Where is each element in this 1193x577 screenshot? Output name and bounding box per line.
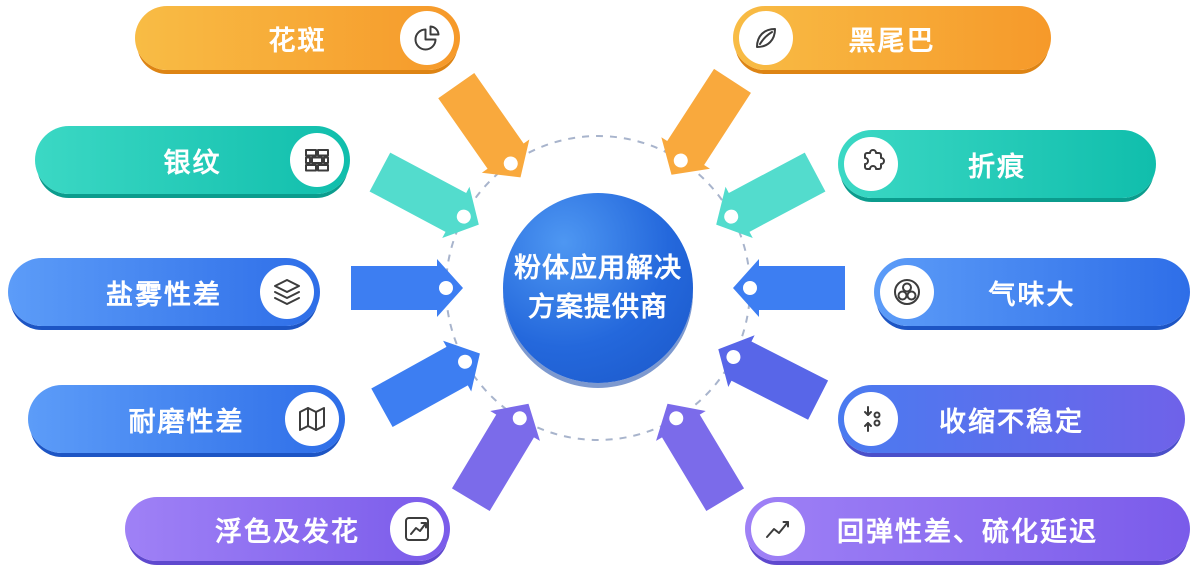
pill-heiweiba: 黑尾巴 — [733, 6, 1051, 70]
pill-yinwen: 银纹 — [35, 126, 350, 194]
bricks-icon — [290, 133, 344, 187]
pill-label: 气味大 — [988, 279, 1076, 310]
pill-fuse: 浮色及发花 — [125, 497, 450, 561]
arrow-yanwu — [351, 259, 463, 317]
pill-huitan: 回弹性差、硫化延迟 — [745, 497, 1190, 561]
center-title-line2: 方案提供商 — [528, 292, 668, 322]
arrow-heiweiba — [647, 65, 757, 191]
pill-label: 折痕 — [968, 151, 1026, 182]
arrow-qiweida — [733, 259, 845, 317]
pill-shousuo: 收缩不稳定 — [838, 385, 1185, 453]
pill-label: 盐雾性差 — [106, 279, 222, 310]
arrow-naimo — [367, 328, 494, 434]
pill-huaban: 花斑 — [135, 6, 460, 70]
center-title-line1: 粉体应用解决 — [514, 252, 682, 283]
pill-label: 浮色及发花 — [215, 516, 360, 547]
map-icon — [285, 392, 339, 446]
shrink-icon — [844, 392, 898, 446]
pill-naimo: 耐磨性差 — [28, 385, 345, 453]
pie-chart-icon — [400, 11, 454, 65]
layers-icon — [260, 265, 314, 319]
arrow-fuse — [445, 388, 554, 515]
arrow-huitan — [642, 388, 751, 515]
arrow-zhehen — [702, 146, 829, 251]
trend-chart-icon — [390, 502, 444, 556]
bubbles-icon — [880, 265, 934, 319]
pill-label: 银纹 — [163, 147, 222, 178]
arrow-shousuo — [705, 323, 832, 426]
arrow-yinwen — [366, 146, 493, 251]
pill-qiweida: 气味大 — [874, 258, 1190, 326]
leaf-icon — [739, 11, 793, 65]
arrow-huaban — [432, 69, 545, 195]
pill-yanwu: 盐雾性差 — [8, 258, 320, 326]
puzzle-icon — [844, 137, 898, 191]
pill-label: 收缩不稳定 — [939, 406, 1084, 437]
pill-label: 耐磨性差 — [128, 406, 245, 437]
pill-label: 回弹性差、硫化延迟 — [837, 516, 1098, 547]
pill-label: 黑尾巴 — [848, 25, 936, 56]
pill-label: 花斑 — [268, 25, 327, 56]
line-chart-icon — [751, 502, 805, 556]
pill-zhehen: 折痕 — [838, 130, 1156, 198]
center-circle: 粉体应用解决 方案提供商 — [503, 193, 693, 383]
